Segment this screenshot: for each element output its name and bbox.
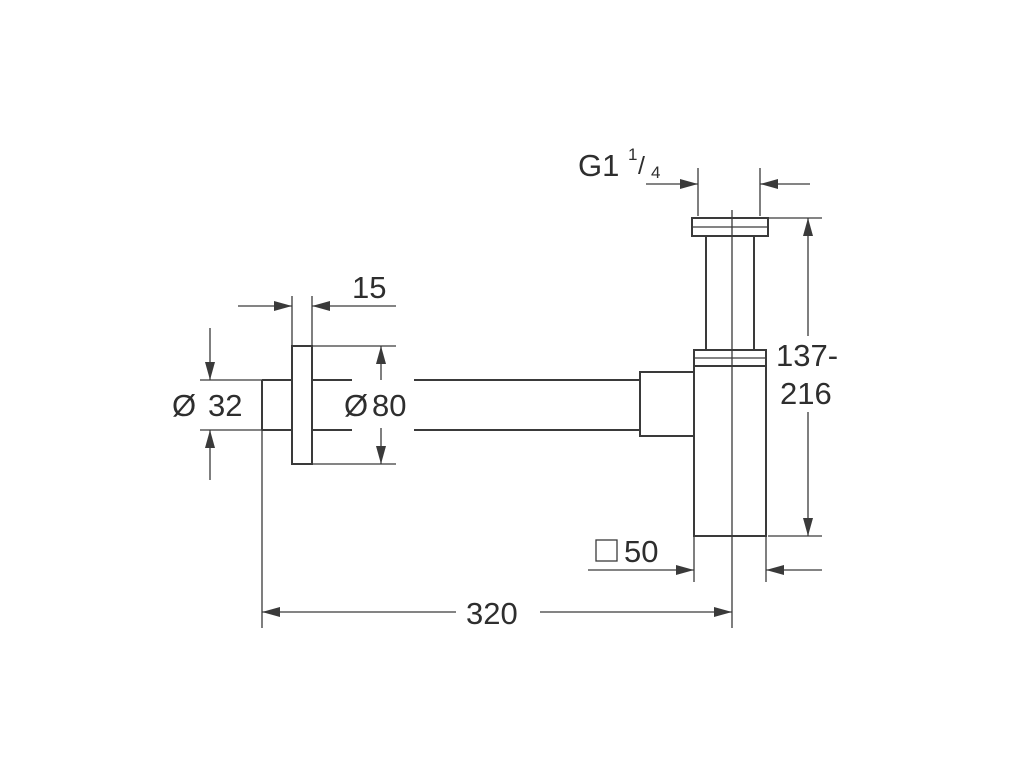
thread-frac-num: 1 bbox=[628, 145, 637, 164]
trap-body bbox=[693, 365, 767, 537]
square-section-icon bbox=[595, 539, 618, 562]
dimension-pipe-diameter: Ø 32 bbox=[172, 328, 262, 480]
rosette-diameter-label: 80 bbox=[372, 388, 406, 423]
dimension-flange-thickness: 15 bbox=[238, 270, 396, 346]
flange-thickness-label: 15 bbox=[352, 270, 386, 305]
horizontal-outlet-pipe bbox=[414, 379, 640, 431]
wall-rosette bbox=[291, 345, 313, 465]
thread-frac-den: 4 bbox=[651, 163, 660, 182]
siphon-geometry bbox=[261, 210, 769, 628]
overall-length-label: 320 bbox=[466, 596, 518, 631]
body-square-label: 50 bbox=[624, 534, 658, 569]
thread-frac-slash: / bbox=[638, 152, 645, 180]
dimension-overall-length: 320 bbox=[261, 430, 732, 631]
height-range-line2: 216 bbox=[780, 376, 832, 411]
vertical-inlet-tube bbox=[705, 236, 755, 350]
pipe-diameter-label: 32 bbox=[208, 388, 242, 423]
pipe-stub-right bbox=[312, 379, 352, 431]
dimension-thread: G1 1 / 4 bbox=[578, 145, 810, 216]
wall-pipe-stub bbox=[261, 379, 292, 431]
dimension-body-square: 50 bbox=[588, 534, 822, 582]
dimension-rosette-diameter: Ø 80 bbox=[312, 345, 406, 465]
pipe-diameter-symbol: Ø bbox=[172, 388, 196, 423]
outlet-coupling bbox=[639, 371, 695, 437]
height-range-line1: 137- bbox=[776, 338, 838, 373]
thread-main-label: G1 bbox=[578, 148, 619, 183]
rosette-diameter-symbol: Ø bbox=[344, 388, 368, 423]
dimension-height-range: 137- 216 bbox=[768, 217, 838, 537]
